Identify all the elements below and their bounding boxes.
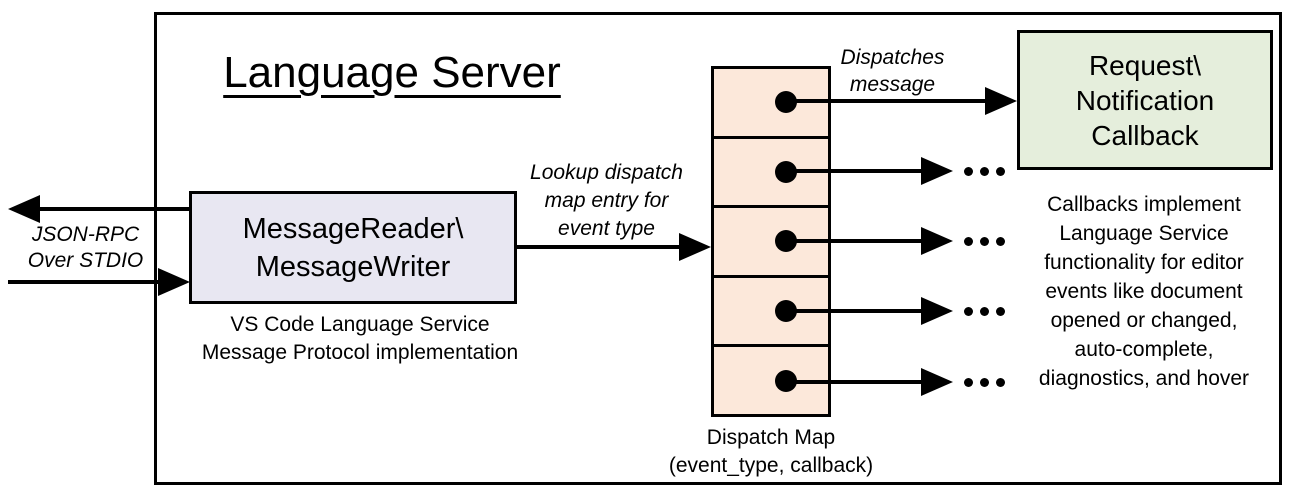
reader-box-line1: MessageReader\ — [242, 212, 464, 245]
dispatch-arrow-line — [786, 239, 923, 243]
dispatch-map-cell — [714, 69, 828, 139]
ellipsis-icon — [964, 237, 1005, 246]
language-server-boundary-box — [154, 12, 1282, 485]
callbacks-note-line: functionality for editor — [1044, 251, 1244, 274]
dispatch-arrowhead-icon — [921, 368, 953, 396]
stdio-in-arrow-line — [8, 280, 160, 284]
dispatches-label-line2: message — [849, 73, 936, 96]
diagram-title: Language Server — [223, 48, 561, 97]
io-protocol-label: JSON-RPC Over STDIO — [18, 222, 153, 274]
dispatch-arrowhead-icon — [921, 227, 953, 255]
dispatch-map-label: Dispatch Map (event_type, callback) — [656, 424, 886, 480]
dispatch-arrow-line — [786, 380, 923, 384]
lookup-label-line2: map entry for — [544, 189, 669, 212]
dispatch-map-label-line2: (event_type, callback) — [668, 454, 874, 477]
io-protocol-label-line2: Over STDIO — [27, 249, 144, 272]
stdio-out-arrowhead-icon — [8, 195, 40, 223]
lookup-dispatch-label: Lookup dispatch map entry for event type — [515, 159, 698, 243]
dispatch-arrowhead-icon — [985, 87, 1017, 115]
dispatch-map-label-line1: Dispatch Map — [706, 426, 836, 449]
dispatches-message-label: Dispatches message — [830, 44, 955, 98]
lookup-label-line3: event type — [558, 217, 655, 240]
stdio-out-arrow-line — [36, 207, 190, 211]
reader-caption-line2: Message Protocol implementation — [201, 341, 519, 364]
dispatch-arrow-line — [786, 99, 987, 103]
ellipsis-icon — [964, 307, 1005, 316]
callbacks-note-line: Callbacks implement — [1047, 193, 1241, 216]
request-notification-callback-box: Request\ Notification Callback — [1017, 30, 1273, 170]
ellipsis-icon — [964, 378, 1005, 387]
dispatches-label-line1: Dispatches — [840, 46, 945, 69]
callbacks-note-line: Language Service — [1059, 222, 1229, 245]
callbacks-note: Callbacks implement Language Service fun… — [1010, 190, 1278, 393]
dispatch-arrow-line — [786, 169, 923, 173]
reader-box-line2: MessageWriter — [255, 250, 451, 283]
io-protocol-label-line1: JSON-RPC — [31, 223, 140, 246]
lookup-label-line1: Lookup dispatch — [530, 161, 683, 184]
callback-box-line3: Callback — [1091, 119, 1199, 151]
callbacks-note-line: auto-complete, — [1074, 338, 1214, 361]
lookup-arrowhead-icon — [679, 233, 711, 261]
dispatch-arrowhead-icon — [921, 157, 953, 185]
callbacks-note-line: events like document — [1045, 280, 1243, 303]
lookup-arrow-line — [516, 245, 681, 249]
callback-box-line2: Notification — [1075, 84, 1215, 116]
reader-caption-line1: VS Code Language Service — [230, 313, 490, 336]
dispatch-arrow-line — [786, 309, 923, 313]
dispatch-map-cell — [714, 139, 828, 209]
stdio-in-arrowhead-icon — [158, 268, 190, 296]
ellipsis-icon — [964, 167, 1005, 176]
message-reader-writer-box: MessageReader\ MessageWriter — [189, 191, 517, 304]
callbacks-note-line: opened or changed, — [1050, 309, 1238, 332]
callback-box-line1: Request\ — [1088, 49, 1202, 81]
callbacks-note-line: diagnostics, and hover — [1038, 367, 1250, 390]
reader-caption: VS Code Language Service Message Protoco… — [180, 311, 540, 367]
dispatch-arrowhead-icon — [921, 297, 953, 325]
